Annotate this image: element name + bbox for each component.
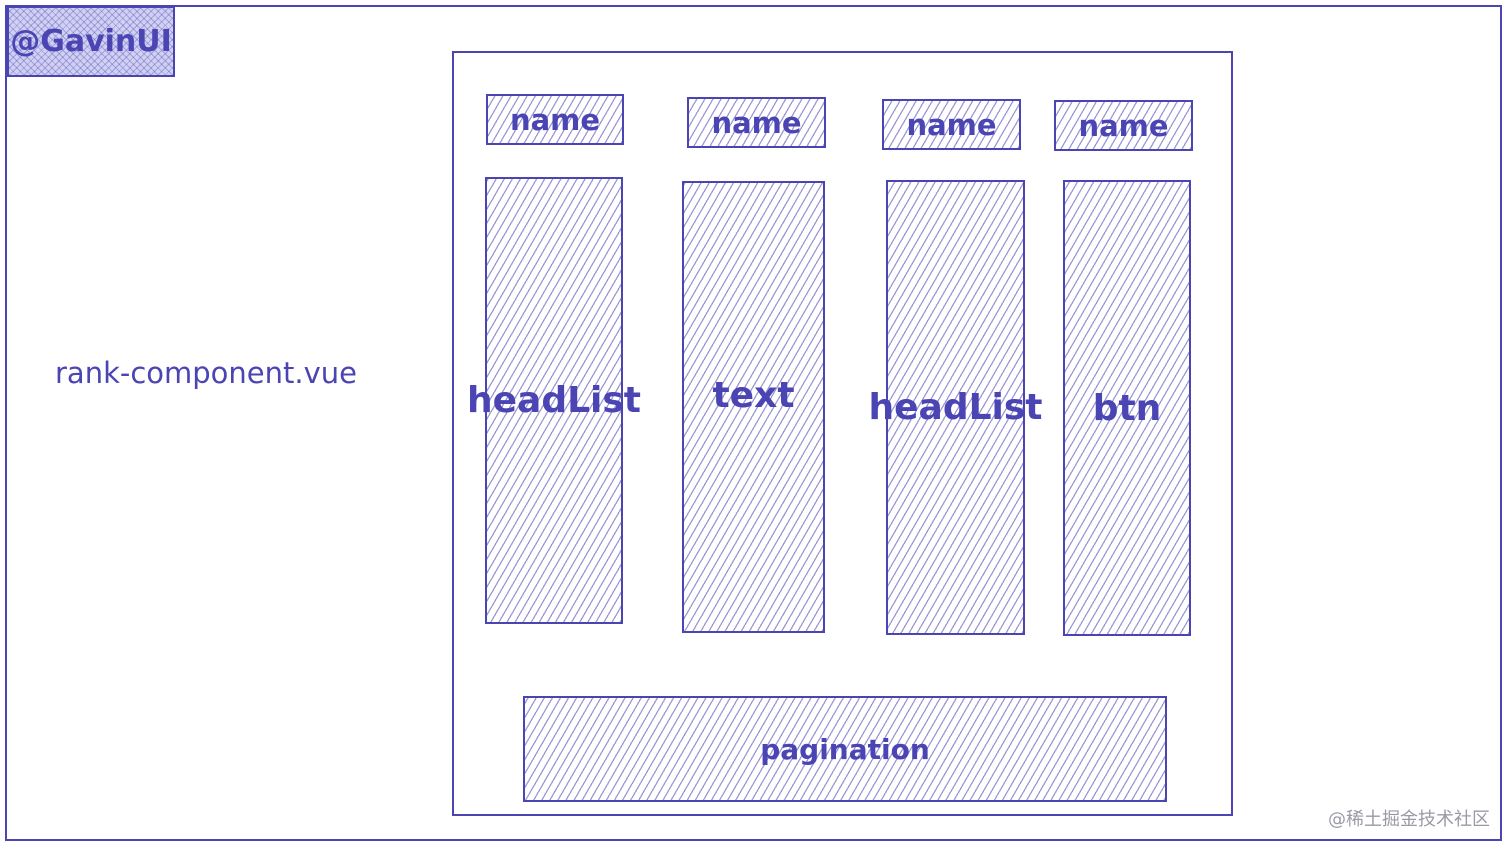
outer-frame	[5, 5, 1502, 841]
file-label: rank-component.vue	[55, 356, 357, 390]
brand-label: @GavinUI	[10, 24, 172, 59]
column-header-3: name	[882, 99, 1021, 150]
column-body-label: headList	[868, 387, 1043, 428]
column-header-label: name	[509, 102, 601, 137]
column-body-2: text	[682, 181, 825, 633]
column-body-4: btn	[1063, 180, 1191, 636]
column-header-label: name	[711, 105, 802, 140]
component-container	[452, 51, 1233, 816]
pagination-label: pagination	[760, 732, 930, 766]
brand-tag: @GavinUI	[7, 6, 175, 77]
pagination-box: pagination	[523, 696, 1167, 802]
column-body-1: headList	[467, 177, 641, 624]
column-header-label: name	[1078, 108, 1169, 143]
column-body-label: text	[712, 374, 795, 416]
column-header-label: name	[906, 107, 997, 142]
column-body-label: headList	[466, 380, 642, 421]
watermark: @稀土掘金技术社区	[1328, 809, 1490, 830]
column-body-label: btn	[1092, 387, 1162, 429]
column-header-2: name	[687, 97, 826, 148]
column-header-1: name	[486, 94, 624, 145]
column-header-4: name	[1054, 100, 1193, 151]
column-body-3: headList	[868, 180, 1043, 635]
